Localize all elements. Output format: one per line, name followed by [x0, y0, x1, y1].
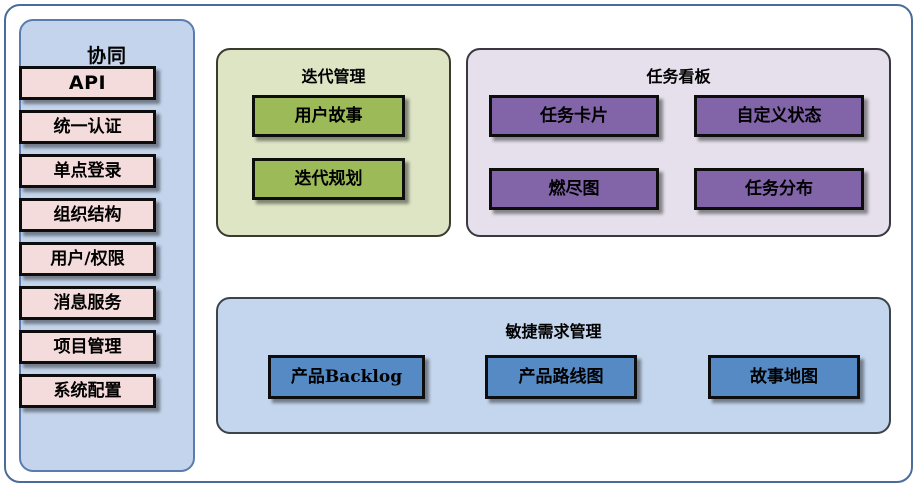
collab-item-system-config[interactable]: 系统配置 [19, 374, 156, 408]
iteration-item-user-story[interactable]: 用户故事 [252, 95, 405, 137]
panel-agile-requirements-title: 敏捷需求管理 [505, 322, 602, 341]
collab-item-sso[interactable]: 单点登录 [19, 154, 156, 188]
taskboard-item-task-distribution[interactable]: 任务分布 [694, 168, 864, 210]
collab-item-org-structure[interactable]: 组织结构 [19, 198, 156, 232]
collab-item-unified-auth[interactable]: 统一认证 [19, 110, 156, 144]
panel-task-board-title: 任务看板 [646, 67, 711, 86]
panel-iteration-title: 迭代管理 [301, 67, 366, 86]
collab-item-project-mgmt[interactable]: 项目管理 [19, 330, 156, 364]
taskboard-item-custom-status[interactable]: 自定义状态 [694, 95, 864, 137]
panel-collaboration-title: 协同 [86, 45, 127, 67]
taskboard-item-burndown-chart[interactable]: 燃尽图 [489, 168, 659, 210]
collab-item-user-permission[interactable]: 用户/权限 [19, 242, 156, 276]
agile-item-product-roadmap[interactable]: 产品路线图 [485, 355, 637, 399]
collab-item-message-service[interactable]: 消息服务 [19, 286, 156, 320]
taskboard-item-task-card[interactable]: 任务卡片 [489, 95, 659, 137]
panel-iteration-management[interactable]: 迭代管理 [216, 48, 451, 237]
iteration-item-iteration-plan[interactable]: 迭代规划 [252, 158, 405, 200]
collab-item-api[interactable]: API [19, 66, 156, 100]
agile-item-product-backlog[interactable]: 产品Backlog [268, 355, 425, 399]
agile-item-story-map[interactable]: 故事地图 [708, 355, 860, 399]
